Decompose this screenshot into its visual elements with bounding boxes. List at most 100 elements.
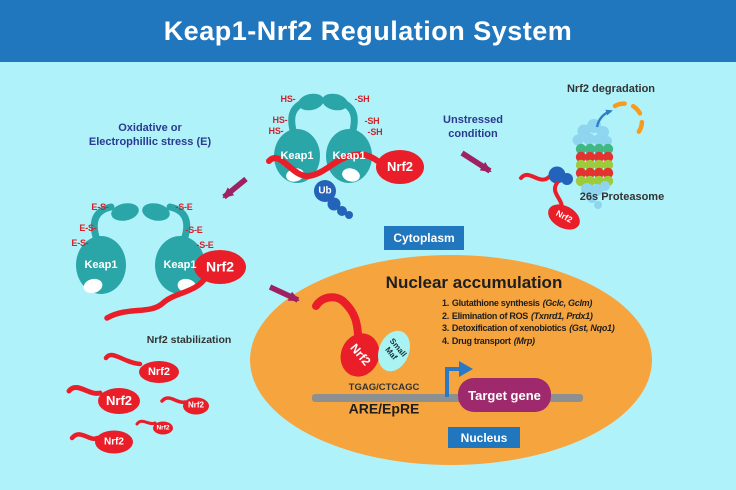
ubiquitin-label: Ub: [318, 185, 332, 197]
nrf2-chain: [266, 151, 382, 179]
stabilized-nrf2-group: [66, 352, 209, 454]
nrf2-shape: [183, 397, 209, 415]
item-text: Elimination of ROS: [451, 310, 529, 321]
nrf2-tail: [135, 419, 157, 426]
thiol-label: -SH: [354, 94, 370, 105]
nuclear-nrf2-tail: [312, 293, 362, 338]
item-text: Detoxification of xenobiotics: [451, 323, 567, 333]
item-number: 4.: [442, 335, 449, 346]
thiol-label: HS-: [268, 126, 284, 137]
unstressed-arrow: [460, 150, 492, 174]
transcription-arrow: [445, 367, 460, 397]
keap1-label: Keap1: [332, 149, 366, 162]
stress-arrow: [222, 176, 248, 200]
response-element-label: ARE/EpRE: [348, 400, 420, 417]
adduct-label: E-S-: [91, 202, 109, 213]
stabilization-label: Nrf2 stabilization: [146, 334, 232, 347]
nucleus-function-item: 2.Elimination of ROS(Txnrd1, Prdx1): [442, 310, 614, 323]
unstressed-label-line1: Unstressed: [443, 113, 503, 126]
ubiquitin-chain: [345, 211, 353, 219]
nucleus-function-item: 1.Glutathione synthesis(Gclc, Gclm): [442, 297, 614, 310]
nuclear-nrf2-shape: [340, 333, 380, 377]
translocation-arrow: [268, 284, 300, 303]
nrf2-shape: [153, 421, 173, 435]
nrf2-shape: [139, 361, 179, 383]
nrf2-degradation-complex: [519, 166, 580, 230]
thiol-label: -SH: [364, 116, 380, 127]
nrf2-label: Nrf2: [386, 158, 414, 174]
adduct-label: -S-E: [196, 240, 214, 251]
thiol-label: HS-: [272, 115, 288, 126]
item-number: 2.: [442, 310, 449, 321]
keap1-left-shape: [76, 236, 126, 294]
keap1-arm: [166, 203, 191, 244]
nrf2-shape: [548, 204, 580, 230]
nrf2-label: Nrf2: [105, 392, 133, 408]
keap1-label: Keap1: [163, 258, 197, 271]
item-number: 1.: [442, 298, 449, 308]
ubiquitin-shape: [314, 180, 336, 202]
header-band: Keap1-Nrf2 Regulation System: [0, 0, 736, 62]
nucleus-function-list: 1.Glutathione synthesis(Gclc, Gclm) 2.El…: [442, 297, 615, 348]
keap1-label: Keap1: [280, 149, 314, 162]
keap1-binding-pocket: [83, 278, 103, 294]
ubiquitin-chain: [561, 173, 573, 185]
item-genes: (Txnrd1, Prdx1): [531, 310, 593, 321]
stress-label-line2: Electrophillic stress (E): [88, 135, 212, 148]
degradation-dashes-icon: [612, 101, 645, 137]
item-genes: (Gclc, Gclm): [542, 298, 593, 308]
keap1-complex-stressed: [76, 203, 246, 321]
item-genes: (Gst, Nqo1): [569, 323, 615, 333]
adduct-label: -S-E: [175, 202, 193, 213]
nrf2-label: Nrf2: [147, 365, 171, 378]
keap1-dimer-domain: [142, 203, 170, 221]
unstressed-label-line2: condition: [448, 127, 498, 140]
small-maf-shape: [378, 330, 410, 372]
nrf2-label: Nrf2: [103, 436, 125, 448]
proteasome-shape: [572, 101, 645, 209]
thiol-label: -SH: [367, 127, 383, 138]
nrf2-chain-released: [104, 274, 209, 321]
transcription-arrowhead-icon: [459, 361, 473, 377]
nrf2-label: Nrf2: [205, 258, 235, 275]
keap1-right-shape: [155, 236, 205, 294]
item-genes: (Mrp): [513, 335, 535, 346]
adduct-label: E-S-: [79, 223, 97, 234]
nrf2-tail: [160, 396, 187, 404]
keap1-dimer-domain: [111, 203, 139, 221]
proteasome-label: 26s Proteasome: [579, 190, 665, 203]
keap1-binding-pocket: [342, 168, 360, 182]
keap1-label: Keap1: [84, 258, 118, 271]
cytoplasm-badge: Cytoplasm: [384, 226, 464, 250]
nucleus-title: Nuclear accumulation: [385, 273, 563, 292]
keap1-complex-unstressed: [266, 93, 424, 219]
adduct-label: -S-E: [185, 225, 203, 236]
nrf2-label: Nrf2: [187, 400, 205, 410]
keap1-left-shape: [274, 129, 320, 183]
target-gene-badge: Target gene: [458, 378, 551, 412]
nrf2-label: Nrf2: [156, 424, 170, 432]
nrf2-tail: [66, 385, 103, 396]
item-number: 3.: [442, 323, 449, 333]
nrf2-chain: [519, 172, 551, 182]
nucleus-function-item: 3.Detoxification of xenobiotics(Gst, Nqo…: [442, 322, 615, 335]
ubiquitin-chain: [337, 206, 347, 216]
item-text: Glutathione synthesis: [451, 298, 540, 308]
ubiquitin-chain: [327, 197, 341, 211]
adduct-label: E-S-: [71, 238, 89, 249]
degradation-title: Nrf2 degradation: [566, 82, 656, 95]
nrf2-shape: [194, 250, 246, 284]
keap1-dimer-domain: [322, 93, 348, 111]
thiol-label: HS-: [280, 94, 296, 105]
keap1-arm: [90, 203, 115, 244]
stress-label-line1: Oxidative or: [118, 121, 182, 134]
nucleus-badge: Nucleus: [448, 427, 520, 448]
nrf2-tail: [103, 352, 143, 367]
page-title: Keap1-Nrf2 Regulation System: [163, 15, 573, 46]
nrf2-shape: [95, 430, 133, 454]
keap1-dimer-domain: [298, 93, 324, 111]
nucleus-function-item: 4.Drug transport(Mrp): [442, 335, 614, 348]
nrf2-shape: [376, 150, 424, 184]
